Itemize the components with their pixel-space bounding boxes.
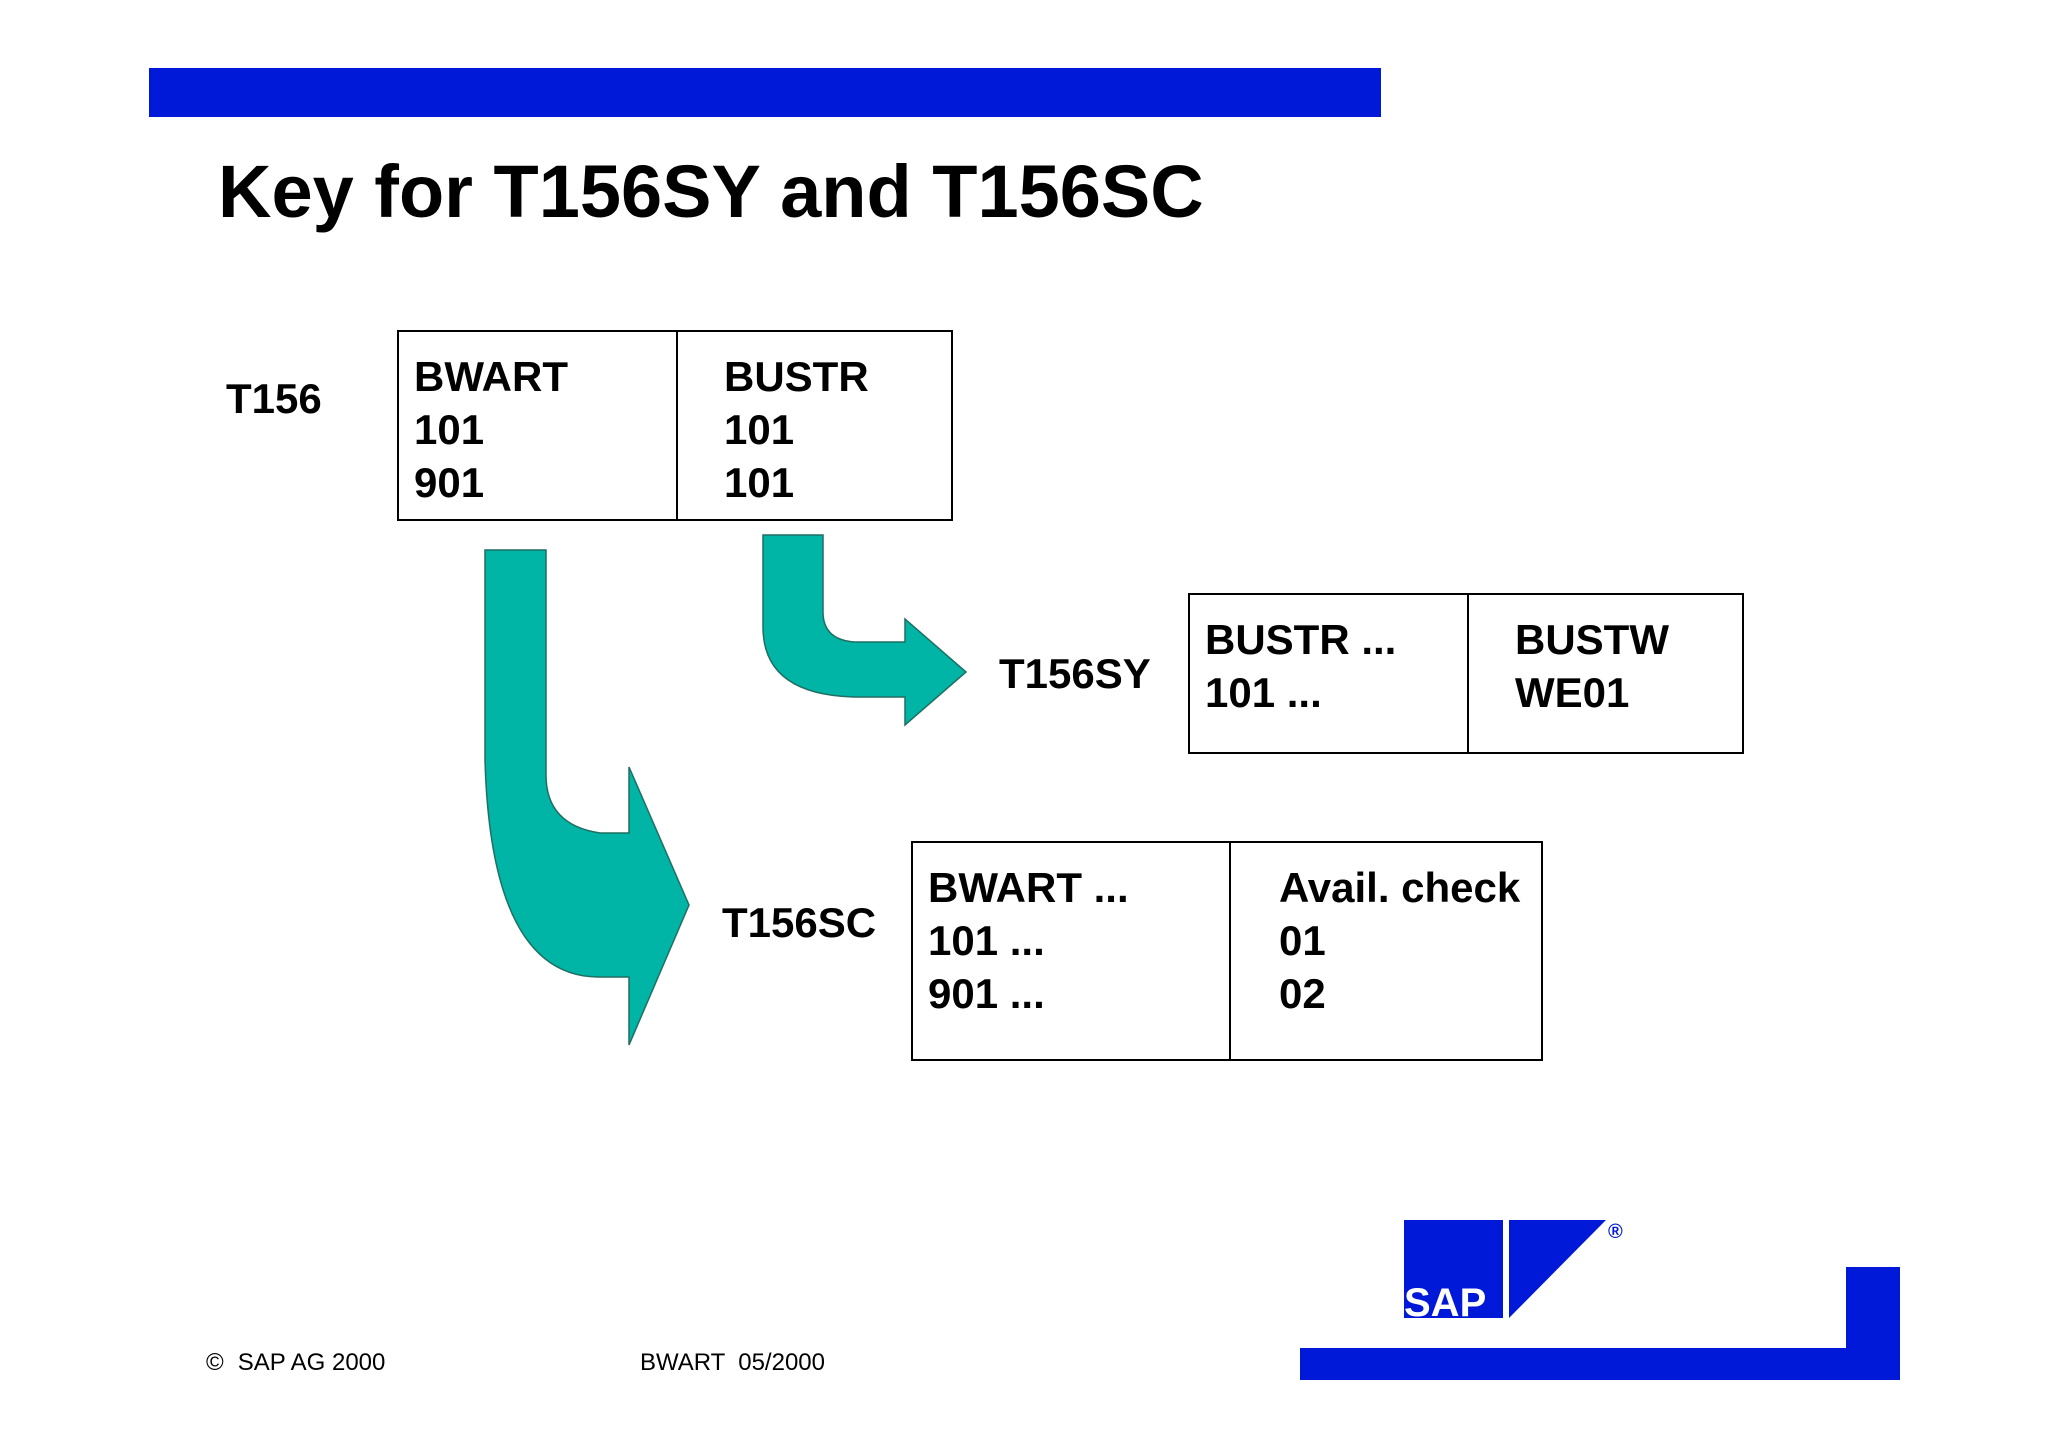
top-accent-bar <box>149 68 1381 117</box>
sap-registered-mark: ® <box>1608 1221 1623 1243</box>
t156sy-col-header: BUSTW <box>1515 616 1669 663</box>
footer-copyright: © SAP AG 2000 <box>206 1351 385 1375</box>
t156-label: T156 <box>226 375 322 422</box>
copyright-text: SAP AG 2000 <box>237 1349 386 1376</box>
t156-cell: 901 <box>414 459 485 506</box>
t156sy-cell: 101 ... <box>1205 669 1322 716</box>
curved-arrow-to-t156sy-icon <box>762 534 968 727</box>
t156sc-cell: 01 <box>1279 917 1326 964</box>
sap-logo-text: SAP <box>1404 1281 1486 1325</box>
t156sc-cell: 02 <box>1279 970 1326 1017</box>
t156-col-header: BUSTR <box>724 353 869 400</box>
t156-cell: 101 <box>724 406 795 453</box>
t156sc-col-avail-check: Avail. check 01 02 <box>1229 843 1541 1059</box>
footer-doc-ref: BWART 05/2000 <box>640 1349 825 1376</box>
curved-arrow-to-t156sc-icon <box>484 549 690 1046</box>
bottom-bracket-bar <box>1300 1267 1900 1380</box>
t156sc-cell: 901 ... <box>928 970 1045 1017</box>
t156sy-cell: WE01 <box>1515 669 1630 716</box>
t156-cell: 101 <box>724 459 795 506</box>
t156sc-col-bwart: BWART ... 101 ... 901 ... <box>913 843 1229 1059</box>
t156-col-header: BWART <box>414 353 568 400</box>
sap-logo-shape <box>1404 1220 1503 1318</box>
t156sc-cell: 101 ... <box>928 917 1045 964</box>
sap-logo-slash <box>1509 1220 1606 1318</box>
slide-title: Key for T156SY and T156SC <box>218 150 1204 233</box>
t156sy-col-bustr: BUSTR ... 101 ... <box>1190 595 1467 752</box>
t156sc-label: T156SC <box>722 899 877 946</box>
t156-cell: 101 <box>414 406 485 453</box>
t156-col-bwart: BWART 101 901 <box>399 332 676 519</box>
sap-logo: SAP ® <box>1404 1220 1623 1325</box>
t156sc-col-header: Avail. check <box>1279 864 1521 911</box>
t156sy-label: T156SY <box>999 650 1151 697</box>
t156sy-col-header: BUSTR ... <box>1205 616 1397 663</box>
t156-col-bustr: BUSTR 101 101 <box>676 332 951 519</box>
t156sy-table: BUSTR ... 101 ... BUSTW WE01 <box>1188 593 1744 754</box>
copyright-symbol: © <box>206 1349 224 1376</box>
t156sy-col-bustw: BUSTW WE01 <box>1467 595 1742 752</box>
t156-table: BWART 101 901 BUSTR 101 101 <box>397 330 953 521</box>
t156sc-table: BWART ... 101 ... 901 ... Avail. check 0… <box>911 841 1543 1061</box>
t156sc-col-header: BWART ... <box>928 864 1129 911</box>
